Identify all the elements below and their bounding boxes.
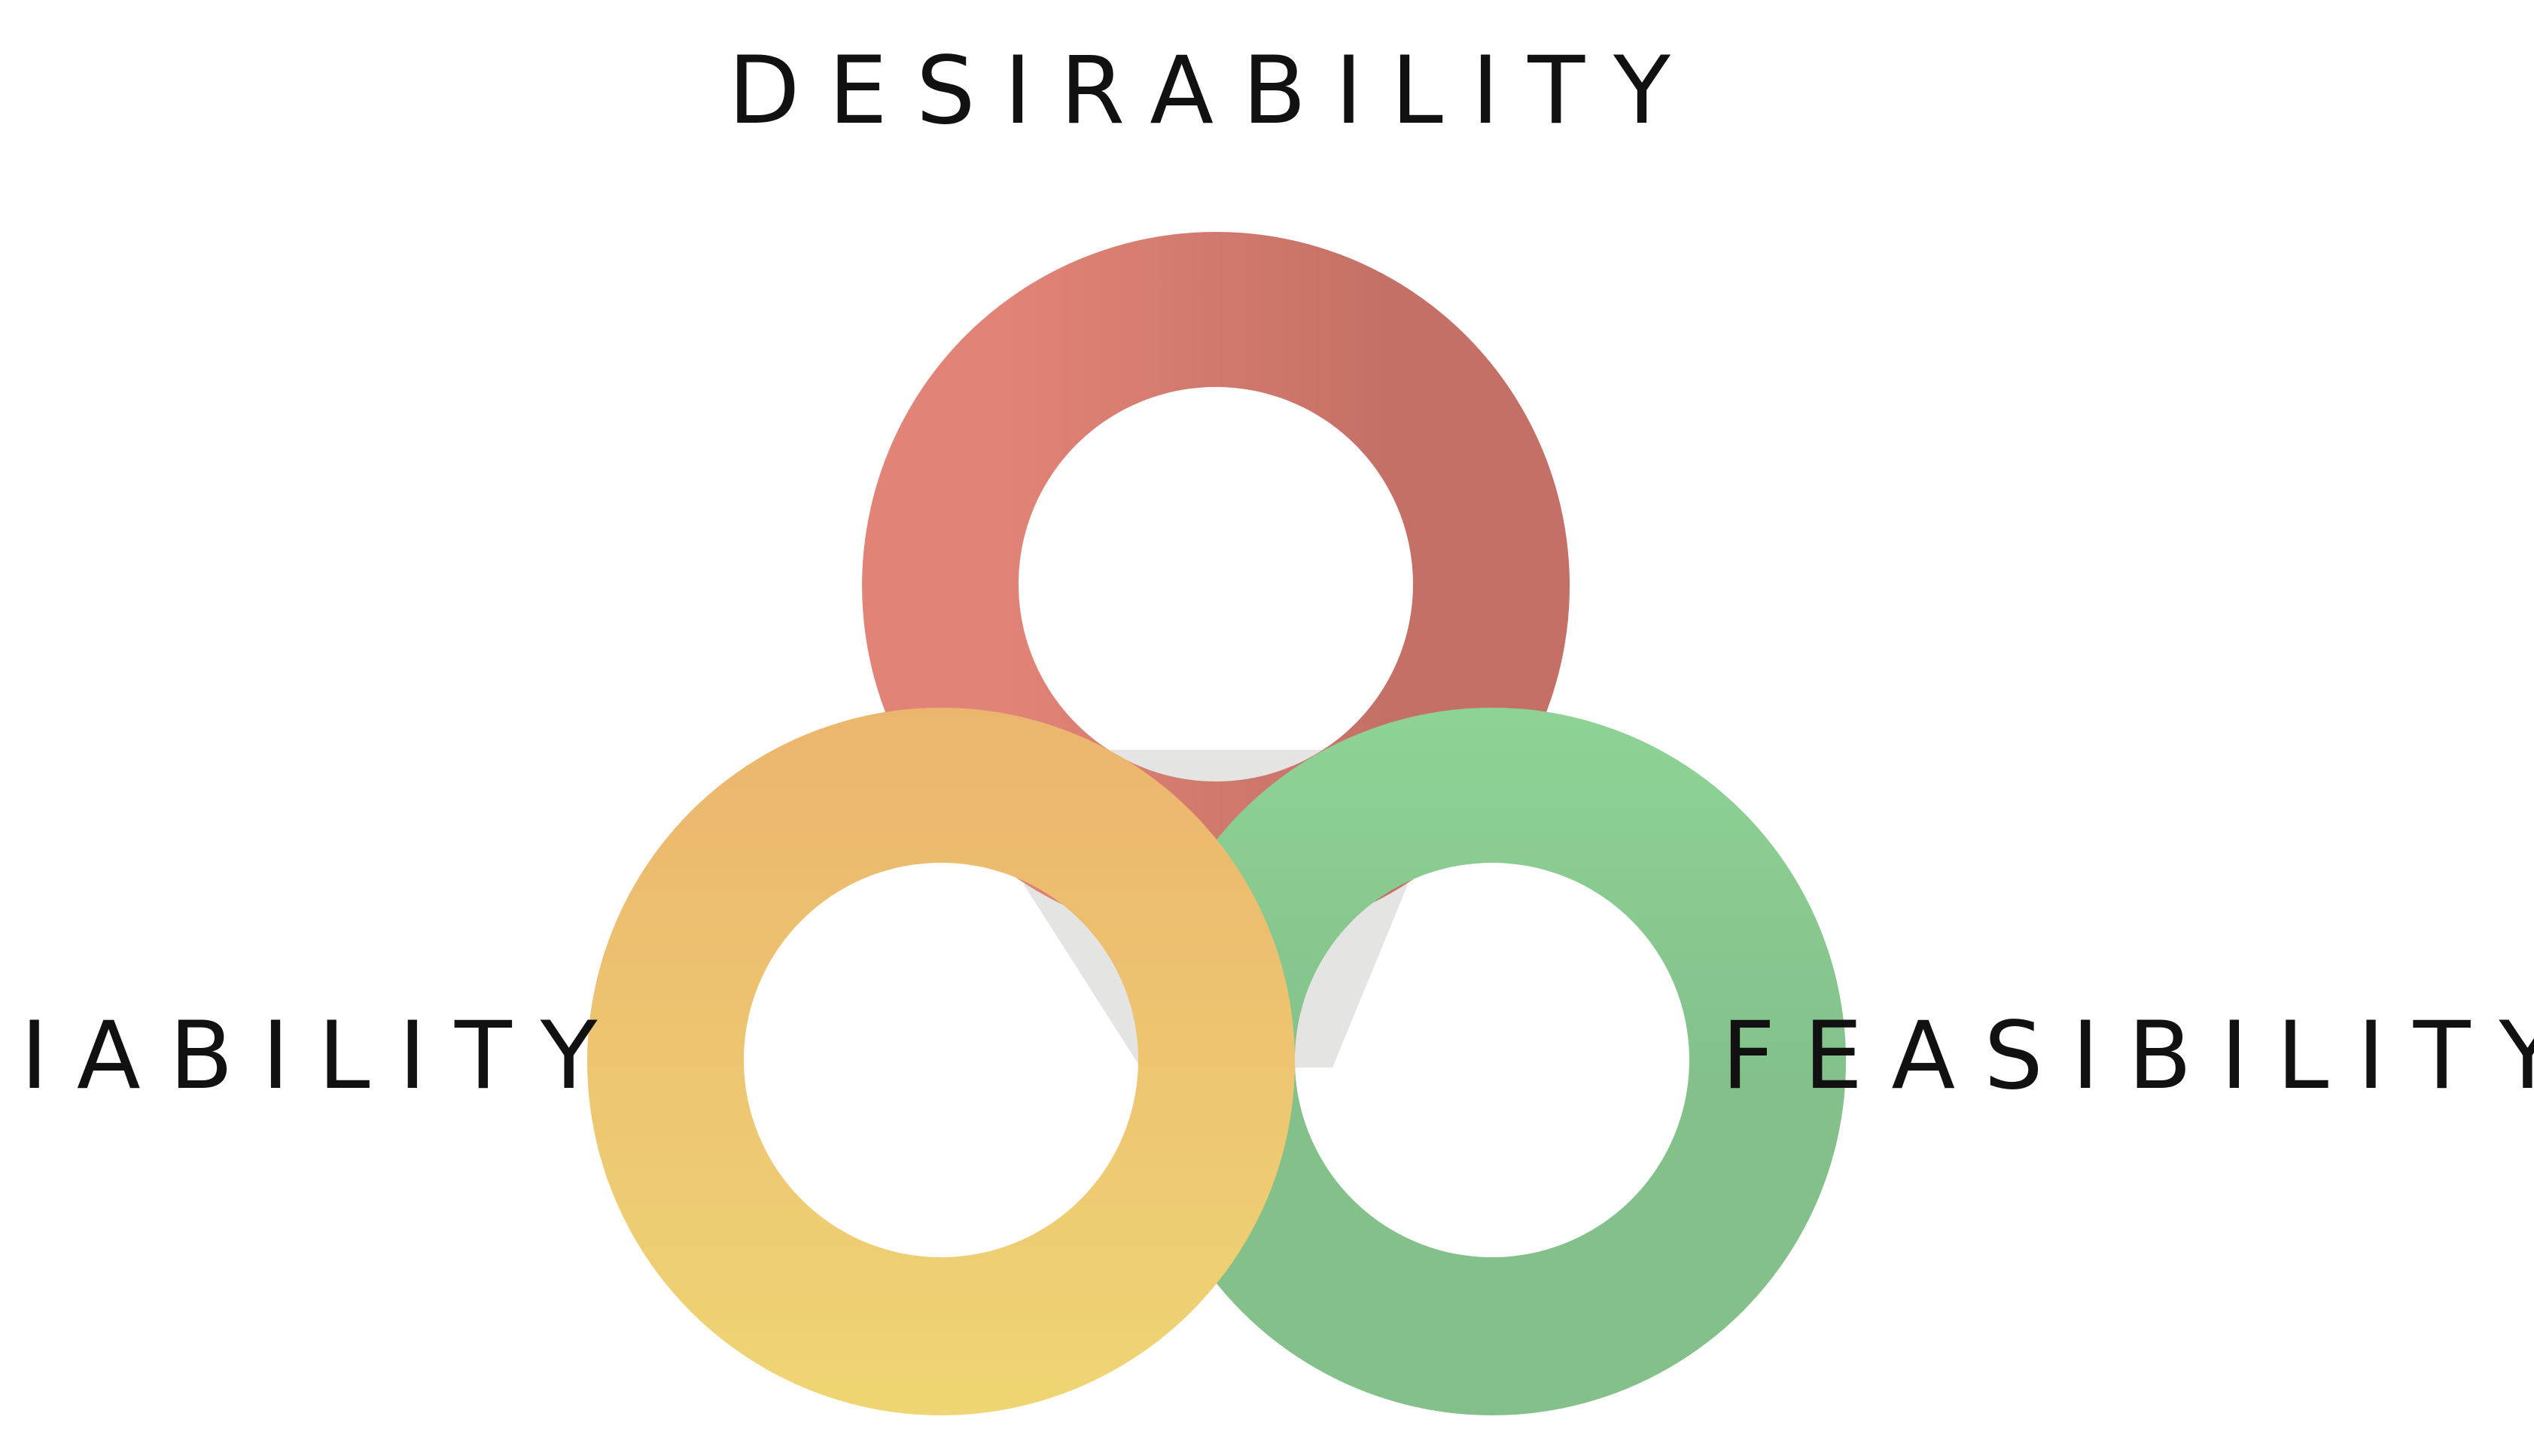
feasibility-ring bbox=[1138, 708, 1847, 1415]
feasibility-label: FEASIBILITY bbox=[1722, 1002, 2534, 1110]
desirability-label: DESIRABILITY bbox=[728, 37, 1699, 145]
viability-label: VIABILITY bbox=[0, 1002, 626, 1110]
viability-ring bbox=[587, 708, 1296, 1415]
